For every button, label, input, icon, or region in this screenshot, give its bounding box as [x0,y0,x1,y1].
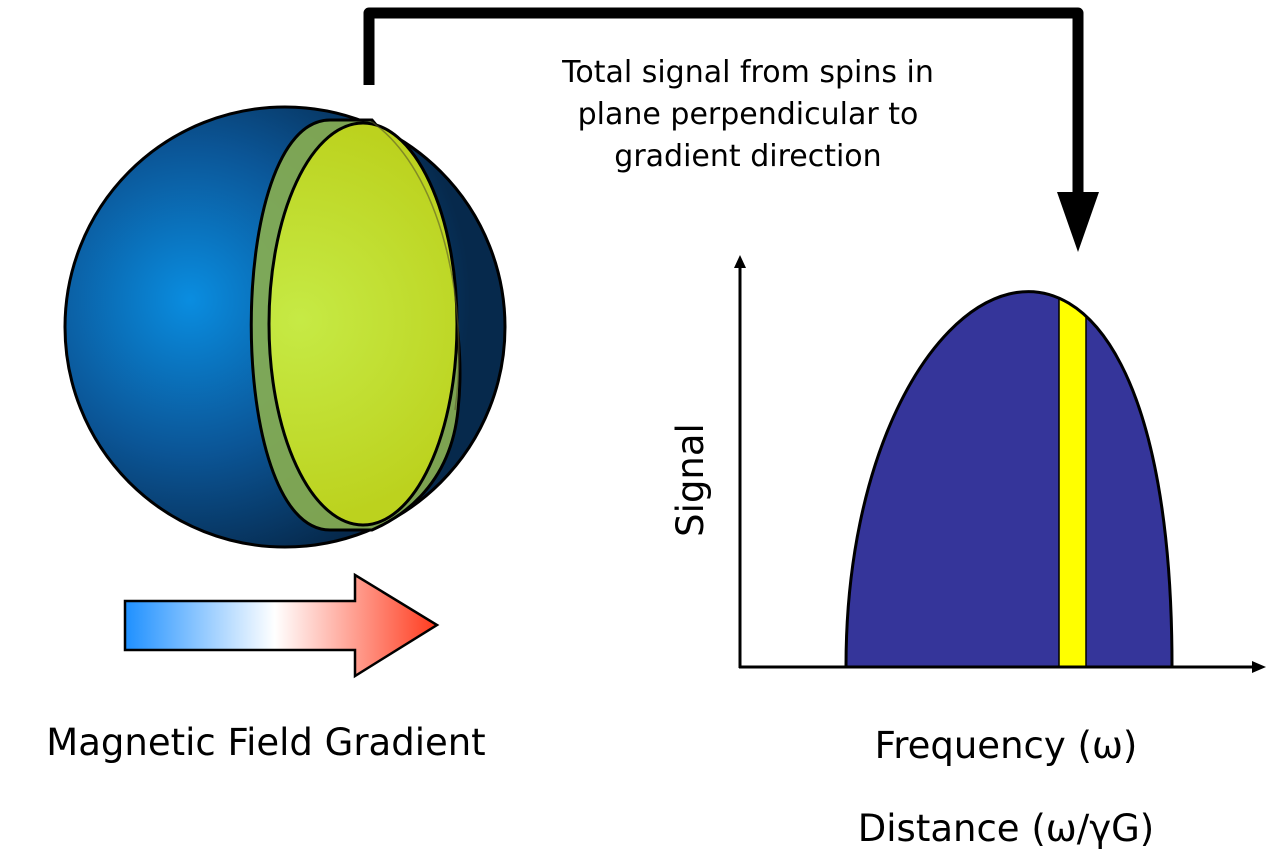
gradient-arrow [123,572,440,679]
x-axis-label-distance: Distance (ω/γG) [858,807,1154,850]
highlight-band [1059,291,1086,666]
y-axis-label: Signal [669,423,712,537]
connector-arrow [363,7,1099,252]
x-axis-arrowhead [1252,661,1266,673]
x-axis-label-frequency: Frequency (ω) [875,724,1138,767]
slice-edge-shadow [371,121,460,411]
y-axis-arrowhead [734,255,746,268]
profile-outline [844,290,1174,667]
axes [734,255,1266,673]
connector-arrowhead [1057,192,1099,252]
gradient-arrow-shape [123,572,440,679]
annotation: Total signal from spins in plane perpend… [561,55,934,174]
annotation-line-1: Total signal from spins in [561,55,934,90]
gradient-label: Magnetic Field Gradient [46,721,485,764]
connector-line [363,7,1084,200]
sphere [63,105,507,549]
slice-face [267,121,459,527]
annotation-line-2: plane perpendicular to [578,97,919,132]
profile-area [846,291,1172,666]
signal-profile [844,290,1174,667]
annotation-line-3: gradient direction [614,139,881,174]
